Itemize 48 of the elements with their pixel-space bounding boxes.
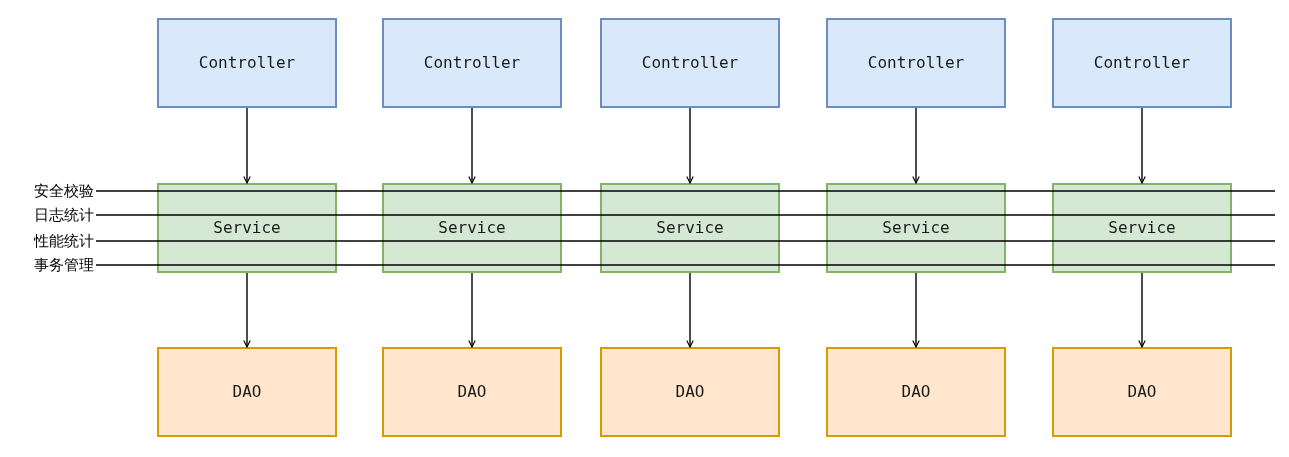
arrow: [243, 272, 251, 348]
box-label: DAO: [457, 381, 487, 403]
controller-box: [1052, 18, 1232, 108]
dao-box: [1052, 347, 1232, 437]
aspect-line: [95, 240, 1276, 242]
box-label: Service: [1108, 217, 1176, 239]
arrow: [1138, 107, 1146, 184]
dao-box: [382, 347, 562, 437]
box-label: DAO: [1127, 381, 1157, 403]
controller-box: [600, 18, 780, 108]
box-label: DAO: [232, 381, 262, 403]
box-label: DAO: [675, 381, 705, 403]
dao-box: [826, 347, 1006, 437]
arrow: [912, 272, 920, 348]
service-box: [157, 183, 337, 273]
aspect-line: [95, 214, 1276, 216]
dao-box: [600, 347, 780, 437]
box-label: Controller: [423, 52, 521, 74]
service-box: [600, 183, 780, 273]
box-label: Service: [882, 217, 950, 239]
box-label: DAO: [901, 381, 931, 403]
box-label: Controller: [198, 52, 296, 74]
arrow: [912, 107, 920, 184]
controller-box: [157, 18, 337, 108]
arrow: [1138, 272, 1146, 348]
aspect-line: [95, 190, 1276, 192]
aspect-line: [95, 264, 1276, 266]
controller-box: [382, 18, 562, 108]
box-label: Controller: [1093, 52, 1191, 74]
box-label: Controller: [641, 52, 739, 74]
aspect-label: 性能统计: [12, 230, 94, 252]
service-box: [382, 183, 562, 273]
arrow: [468, 107, 476, 184]
arrow: [686, 107, 694, 184]
box-label: Service: [213, 217, 281, 239]
box-label: Controller: [867, 52, 965, 74]
aspect-label: 事务管理: [12, 254, 94, 276]
box-label: Service: [438, 217, 506, 239]
dao-box: [157, 347, 337, 437]
aspect-label: 安全校验: [12, 180, 94, 202]
arrow: [243, 107, 251, 184]
box-label: Service: [656, 217, 724, 239]
arrow: [468, 272, 476, 348]
service-box: [1052, 183, 1232, 273]
arrow: [686, 272, 694, 348]
service-box: [826, 183, 1006, 273]
aspect-label: 日志统计: [12, 204, 94, 226]
controller-box: [826, 18, 1006, 108]
